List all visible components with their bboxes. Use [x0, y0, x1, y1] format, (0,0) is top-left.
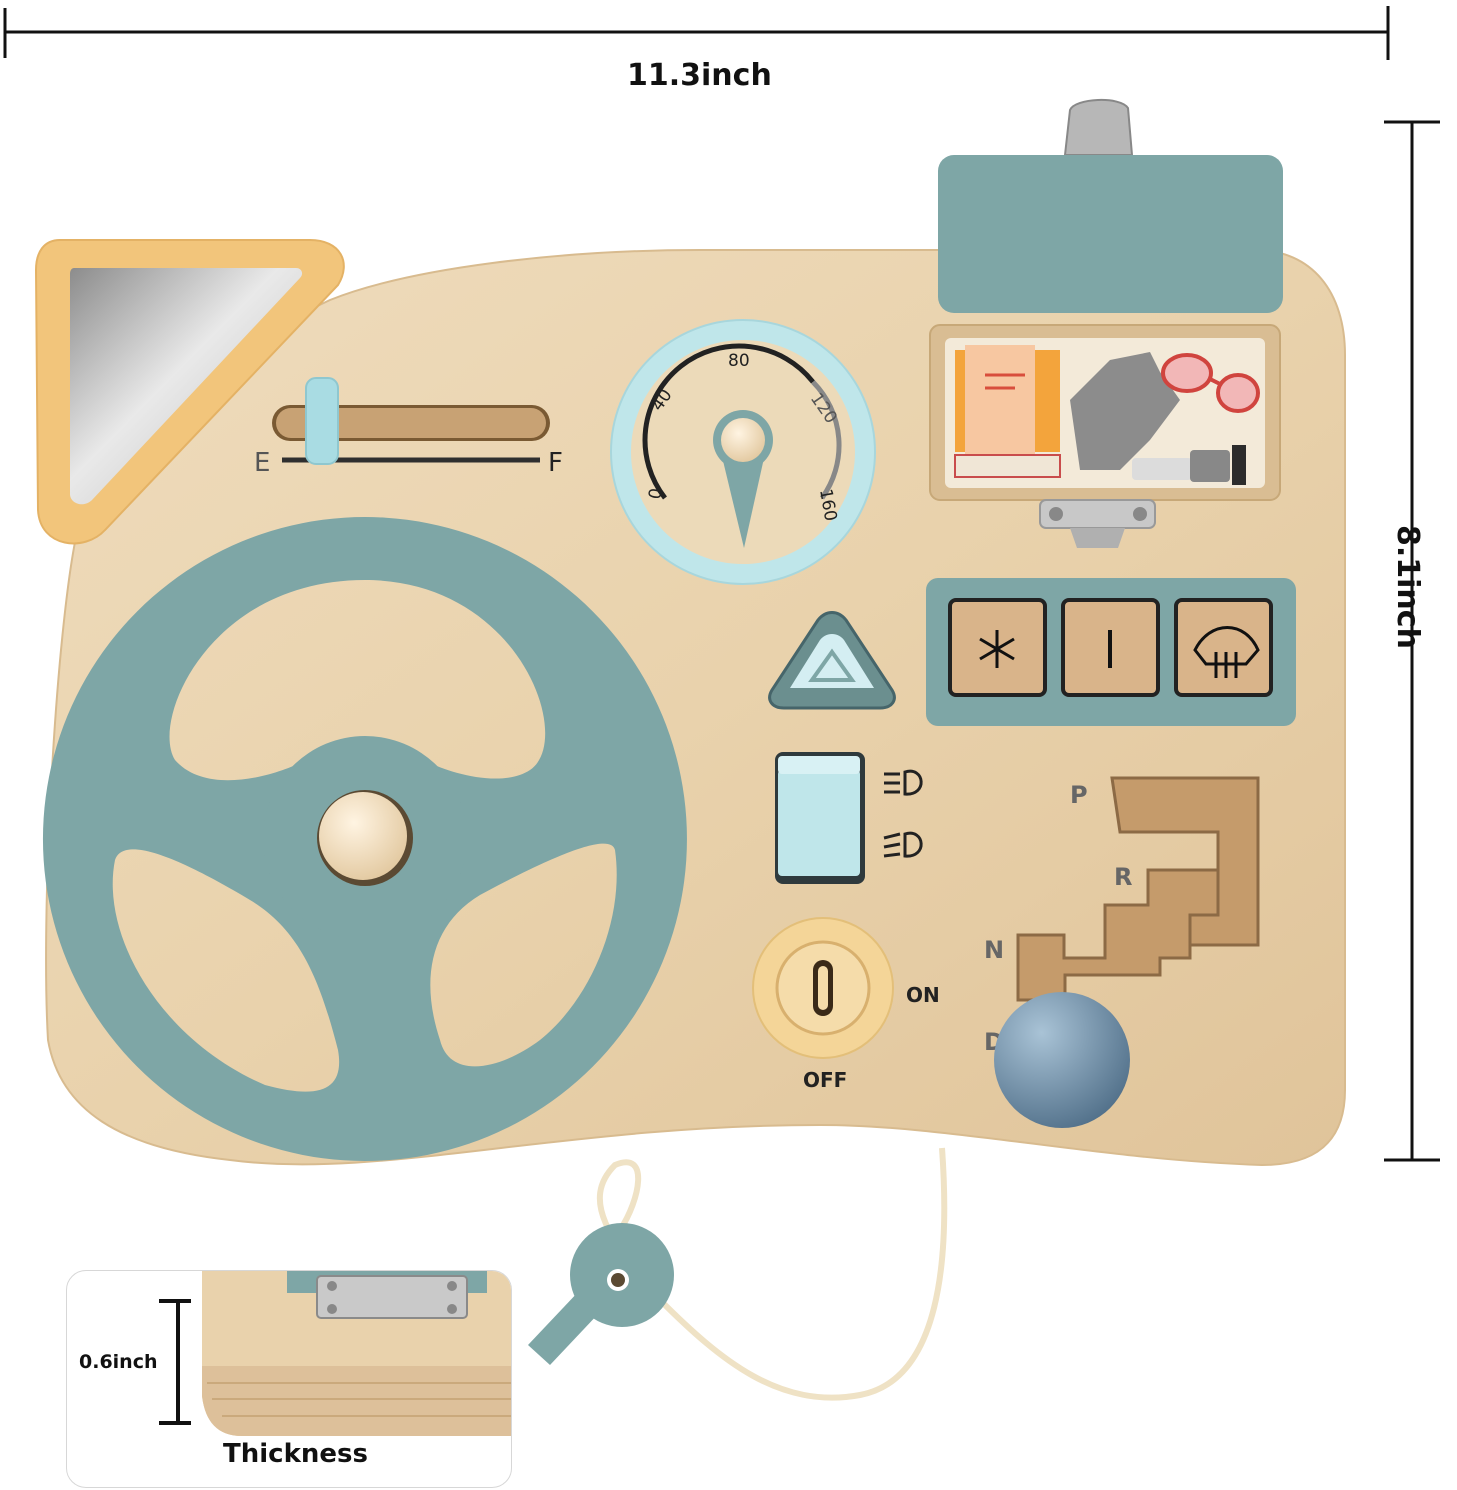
gear-label-p: P	[1070, 781, 1088, 809]
speed-arc-light	[811, 380, 842, 500]
height-dimension-line	[1384, 120, 1440, 1162]
sunglasses-icon	[1161, 353, 1260, 413]
speedometer-knob[interactable]	[721, 418, 765, 462]
hazard-button[interactable]	[768, 611, 896, 710]
climate-panel	[926, 578, 1296, 726]
rear-defrost-icon	[1193, 626, 1260, 678]
width-label: 11.3inch	[627, 58, 772, 93]
flashlight-icon	[1132, 445, 1246, 485]
fuel-slider[interactable]	[305, 377, 339, 465]
ignition-off-label: OFF	[803, 1068, 847, 1092]
fuel-full-label: F	[548, 448, 563, 478]
low-beam-icon	[884, 769, 923, 796]
side-mirror[interactable]	[34, 239, 345, 545]
glove-box	[929, 324, 1281, 501]
speed-tick-0: 0	[645, 487, 667, 501]
thickness-photo	[159, 1271, 511, 1436]
hinge-icon	[316, 1275, 468, 1319]
thickness-dimension-line	[159, 1299, 191, 1425]
fuel-gauge	[272, 377, 550, 465]
gear-label-r: R	[1114, 863, 1132, 891]
glove-box-door[interactable]	[938, 98, 1283, 313]
gear-knob[interactable]	[994, 992, 1130, 1128]
width-dimension-line	[3, 6, 1390, 60]
steering-hub-peg	[319, 792, 407, 880]
thickness-inset: 0.6inch Thickness	[66, 1270, 512, 1488]
ignition-lock[interactable]	[752, 917, 894, 1059]
headlight-switch[interactable]	[775, 752, 865, 884]
ignition-on-label: ON	[906, 983, 940, 1007]
door-hook	[1063, 98, 1134, 156]
fuel-empty-label: E	[254, 448, 270, 478]
thickness-caption: Thickness	[223, 1439, 368, 1469]
books-icon	[954, 345, 1061, 478]
steering-wheel[interactable]	[42, 517, 687, 1161]
thickness-value: 0.6inch	[79, 1351, 158, 1373]
climate-button-defrost[interactable]	[1174, 598, 1273, 697]
height-label: 8.1inch	[1390, 525, 1425, 649]
high-beam-icon	[883, 831, 923, 858]
snowflake-icon	[979, 630, 1015, 668]
speed-arc-dark	[642, 343, 815, 500]
hazard-triangle-icon	[808, 648, 856, 682]
gear-label-n: N	[984, 936, 1004, 964]
ignition-key[interactable]	[528, 1223, 674, 1365]
gloves-icon	[1070, 352, 1180, 470]
speedometer	[610, 319, 876, 585]
speed-tick-80: 80	[728, 351, 750, 371]
glove-box-latch[interactable]	[1039, 499, 1156, 548]
key-string	[596, 1147, 948, 1401]
